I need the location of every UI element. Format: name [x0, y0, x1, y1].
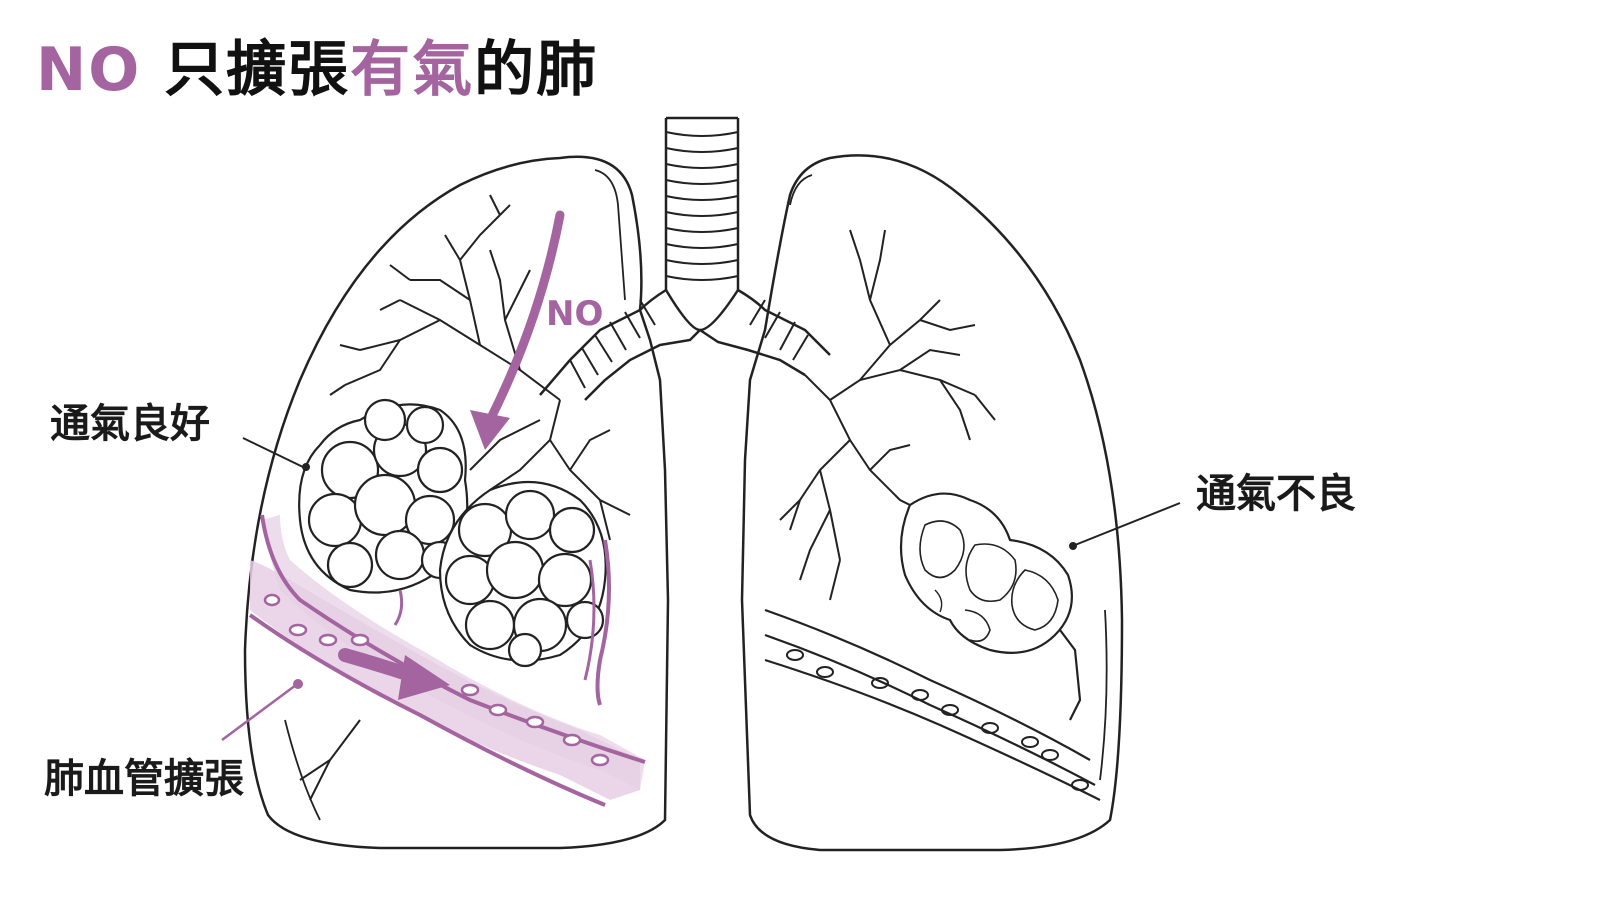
left-blood-vessel-dilated [248, 514, 646, 807]
right-blood-vessel [764, 608, 1101, 801]
title-highlight: 有氣 [350, 35, 475, 105]
left-lung-outline [243, 155, 670, 850]
title-middle: 只擴張 [141, 35, 351, 105]
alveoli-cluster-inflated-upper [298, 398, 469, 594]
leader-lines [242, 437, 1181, 550]
label-vasodilation: 肺血管擴張 [44, 756, 244, 802]
right-lung-outline [740, 154, 1124, 852]
page-title: NO 只擴張有氣的肺 [36, 30, 598, 110]
label-well-ventilated: 通氣良好 [50, 401, 210, 447]
no-arrow-label: NO [546, 294, 603, 334]
right-bronchial-tree [779, 229, 996, 601]
label-poorly-ventilated: 通氣不良 [1196, 471, 1356, 517]
alveoli-cluster-inflated-lower [438, 480, 607, 668]
title-end: 的肺 [474, 35, 599, 105]
alveoli-cluster-collapsed [899, 492, 1073, 654]
title-no: NO [36, 35, 142, 105]
vasodilation-leader-line [221, 679, 303, 742]
no-arrow [470, 210, 565, 450]
left-bronchial-tree [299, 194, 631, 801]
trachea [539, 116, 831, 401]
